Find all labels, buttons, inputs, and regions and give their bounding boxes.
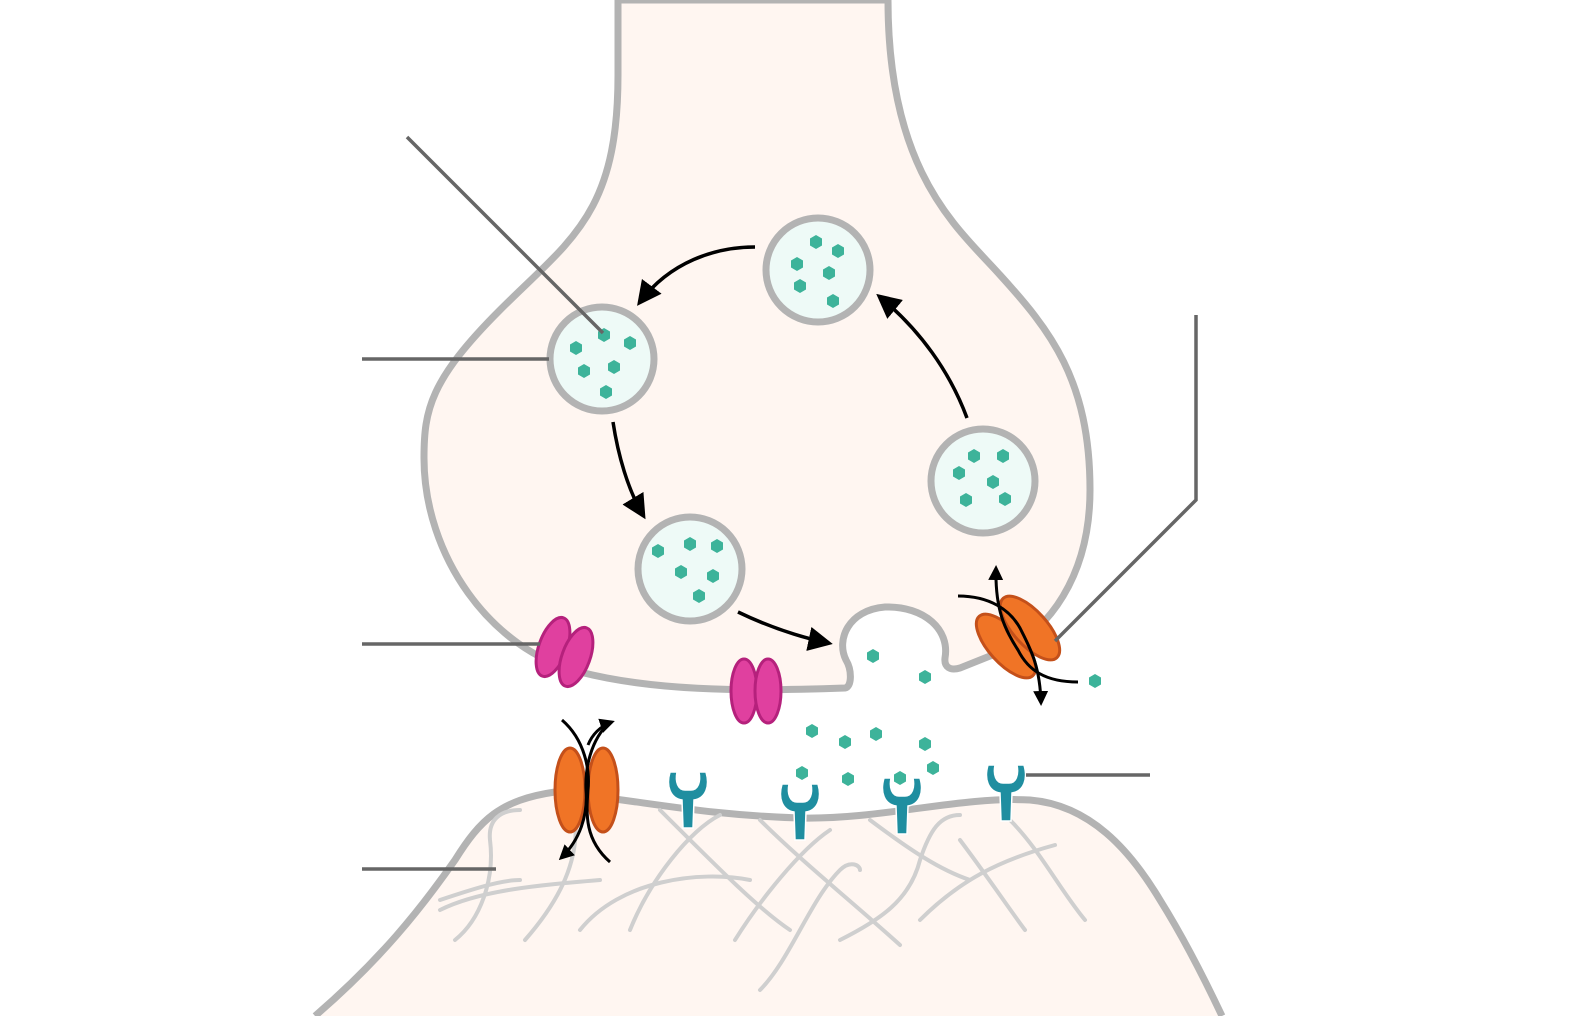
receptor-3: [881, 777, 923, 835]
reuptake-transporter: [957, 565, 1079, 706]
leader-lines: [362, 135, 1198, 871]
vesicle-2: [546, 303, 658, 415]
vesicle-4: [927, 425, 1039, 537]
cytoskeleton: [438, 808, 1087, 992]
vesicle-cycle-arrows: [611, 245, 969, 651]
leader-line-transporter: [1053, 315, 1198, 643]
postsynaptic-cell: [315, 792, 1222, 1016]
vesicle-protein-left: [534, 615, 595, 689]
vesicle-1: [762, 214, 874, 326]
vesicle-3: [634, 513, 746, 625]
receptor-2: [779, 783, 821, 841]
receptors: [667, 764, 1027, 841]
leader-line-neurotransmitter: [405, 135, 605, 335]
receptor-1: [667, 771, 709, 829]
presynaptic-terminal: [420, 0, 1094, 694]
ion-channel: [553, 718, 620, 864]
vesicle-protein-center: [729, 657, 783, 725]
receptor-4: [985, 764, 1027, 822]
